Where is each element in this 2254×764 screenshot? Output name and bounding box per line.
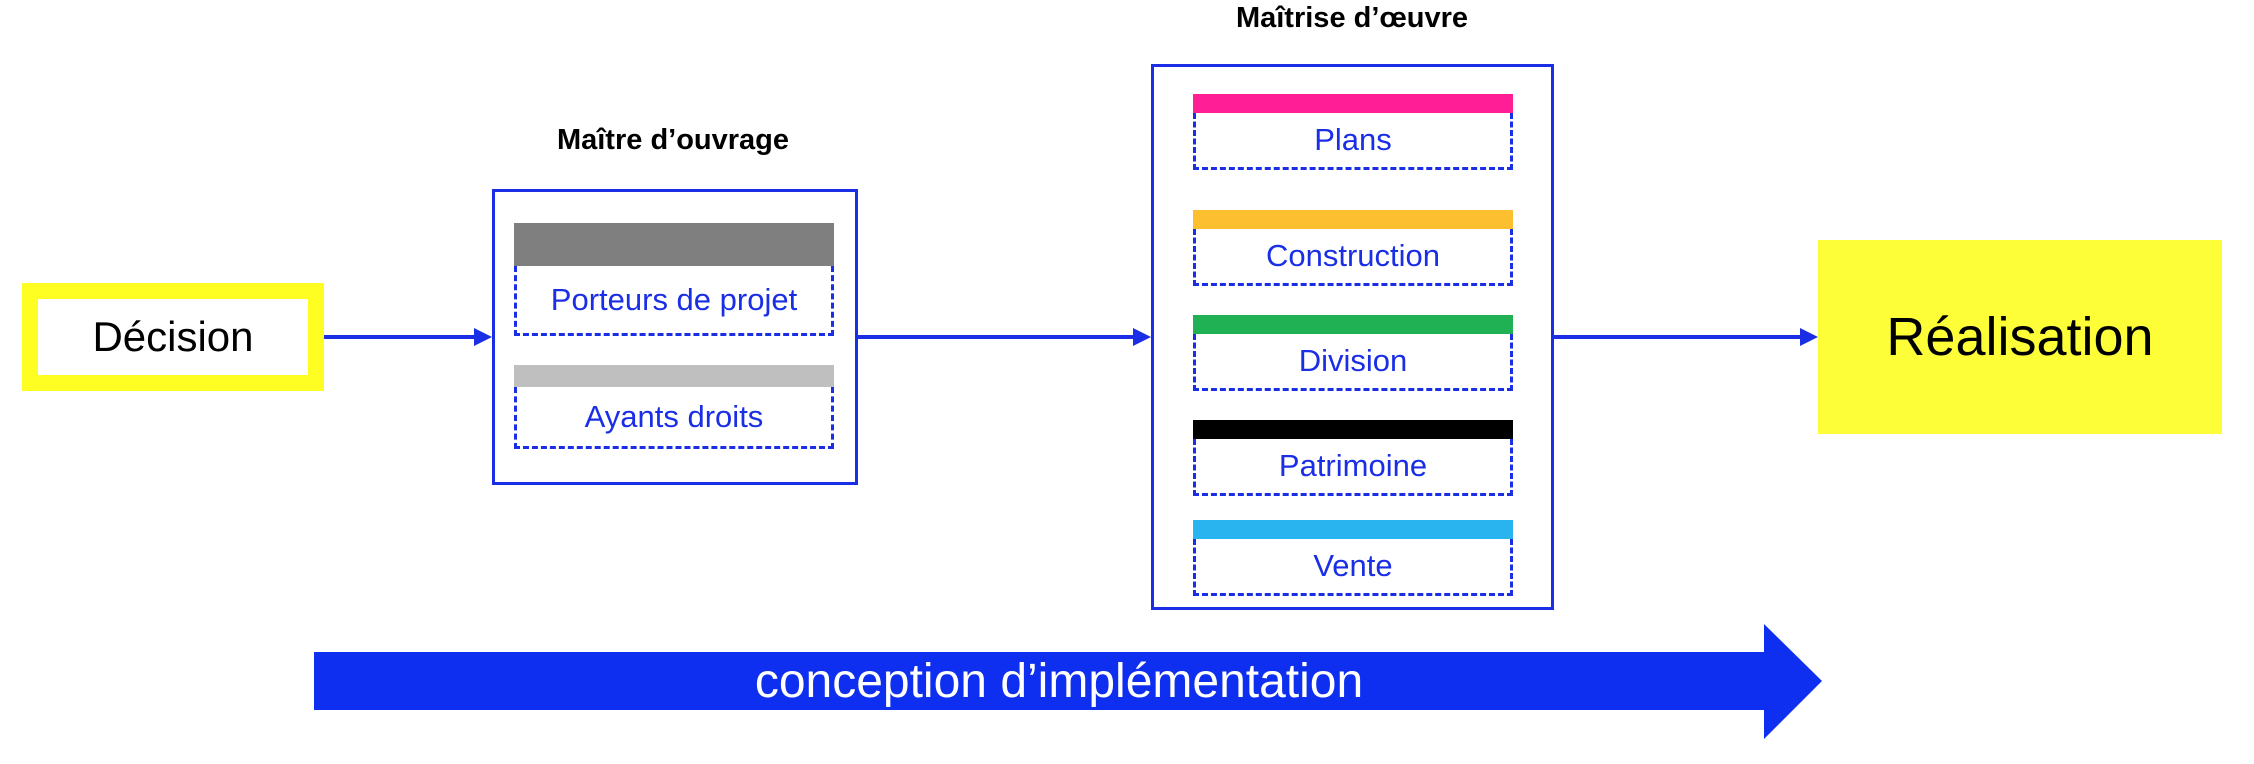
moe-item-division: Division <box>1193 334 1513 391</box>
mo-item-porteurs-de-projet: Porteurs de projet <box>514 266 834 336</box>
mo-item-bar-porteurs <box>514 223 834 266</box>
moe-item-plans: Plans <box>1193 113 1513 170</box>
decision-box: Décision <box>22 283 324 391</box>
process-arrow-label: conception d’implémentation <box>754 654 1364 708</box>
process-arrow <box>314 624 1822 739</box>
moe-item-construction: Construction <box>1193 229 1513 286</box>
mo-item-bar-ayants <box>514 365 834 387</box>
moe-item-bar-division <box>1193 315 1513 334</box>
arrow-decision-to-mo-head <box>474 328 492 346</box>
arrow-moe-to-realisation-head <box>1800 328 1818 346</box>
moe-item-bar-vente <box>1193 520 1513 539</box>
arrow-mo-to-moe-head <box>1133 328 1151 346</box>
moe-item-bar-patrimoine <box>1193 420 1513 439</box>
moe-item-patrimoine: Patrimoine <box>1193 439 1513 496</box>
realisation-box: Réalisation <box>1818 240 2222 434</box>
moe-item-vente: Vente <box>1193 539 1513 596</box>
mo-item-ayants-droits: Ayants droits <box>514 387 834 449</box>
maitrise-oeuvre-title: Maîtrise d’œuvre <box>1235 2 1469 34</box>
maitre-ouvrage-title: Maître d’ouvrage <box>556 124 790 156</box>
decision-label: Décision <box>38 299 308 375</box>
moe-item-bar-plans <box>1193 94 1513 113</box>
moe-item-bar-construction <box>1193 210 1513 229</box>
